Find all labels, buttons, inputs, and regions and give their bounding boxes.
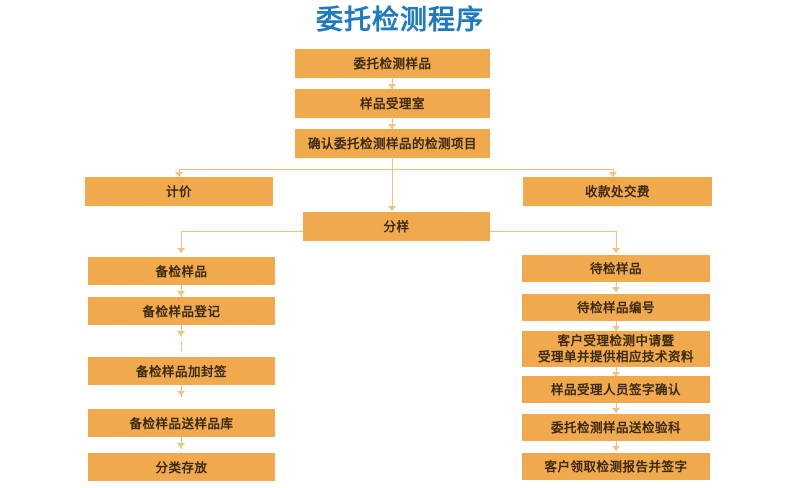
arrow-down-icon [177,443,185,448]
flow-node-待检样品[interactable]: 待检样品 [522,255,710,282]
flow-node-收款处交费[interactable]: 收款处交费 [523,177,712,206]
arrow-down-icon [177,391,185,396]
flow-node-label: 备检样品送样品库 [129,415,234,431]
flow-node-label: 备检样品登记 [142,303,221,319]
connector-bus-to-分样 [392,169,393,209]
flow-node-label: 待检样品编号 [576,300,655,315]
flow-node-label: 委托检测样品 [353,56,432,71]
flow-node-label: 备检样品 [155,263,208,279]
flow-node-label: 客户领取检测报告并签字 [544,459,688,474]
connector-分样-left-drop [181,231,182,253]
flow-node-备检样品[interactable]: 备检样品 [88,257,275,285]
flow-node-计价[interactable]: 计价 [85,177,273,206]
flow-node-label: 分样 [383,219,410,234]
arrow-down-icon [388,124,396,129]
flow-node-确认委托检测样品的检测项目[interactable]: 确认委托检测样品的检测项目 [295,129,490,158]
arrow-down-icon [175,172,183,177]
flow-node-委托检测样品[interactable]: 委托检测样品 [295,49,490,78]
flow-node-备检样品送样品库[interactable]: 备检样品送样品库 [88,409,275,437]
arrow-down-icon [612,248,620,253]
connector-分样-right [490,231,616,232]
arrow-down-icon [612,287,620,292]
flow-node-label: 样品受理人员签字确认 [550,382,681,397]
connector-L3-extra [181,341,182,351]
arrow-down-icon [612,326,620,331]
flow-node-待检样品编号[interactable]: 待检样品编号 [522,294,710,321]
connector-分样-left [181,231,303,232]
arrow-down-icon [612,372,620,377]
flow-node-label: 待检样品 [589,261,642,276]
flow-node-label: 计价 [165,184,192,199]
arrow-down-icon [612,408,620,413]
page-title: 委托检测程序 [316,5,484,36]
connector-n3-stem [392,158,393,169]
flow-node-客户受理检测申请暨受理单[interactable]: 客户受理检测中请暨 受理单并提供相应技术资料 [522,331,710,367]
flow-node-label: 客户受理检测中请暨 受理单并提供相应技术资料 [537,333,694,364]
arrow-down-icon [177,331,185,336]
connector-bus-top [179,169,613,170]
flow-node-label: 委托检测样品送检验科 [550,420,681,435]
arrow-down-icon [612,446,620,451]
flow-node-label: 收款处交费 [584,184,650,199]
arrow-down-icon [609,172,617,177]
arrow-down-icon [388,84,396,89]
flow-node-分样[interactable]: 分样 [303,212,490,241]
flow-node-分类存放[interactable]: 分类存放 [88,453,275,481]
flow-node-label: 分类存放 [155,459,208,475]
flow-node-样品受理人员签字确认[interactable]: 样品受理人员签字确认 [522,376,710,403]
flow-node-备检样品登记[interactable]: 备检样品登记 [88,297,275,325]
connector-n2-n3 [392,118,393,129]
flow-node-label: 确认委托检测样品的检测项目 [307,136,477,151]
flow-node-样品受理室[interactable]: 样品受理室 [295,89,490,118]
connector-n1-n2 [392,78,393,89]
flow-node-备检样品加封签[interactable]: 备检样品加封签 [88,357,275,385]
arrow-down-icon [388,206,396,211]
connector-分样-right-drop [616,231,617,253]
flow-node-客户领取检测报告并签字[interactable]: 客户领取检测报告并签字 [522,453,710,480]
arrow-down-icon [177,248,185,253]
flow-node-委托检测样品送检验科[interactable]: 委托检测样品送检验科 [522,414,710,441]
flow-node-label: 备检样品加封签 [135,363,227,379]
flow-node-label: 样品受理室 [359,96,425,111]
arrow-down-icon [177,291,185,296]
